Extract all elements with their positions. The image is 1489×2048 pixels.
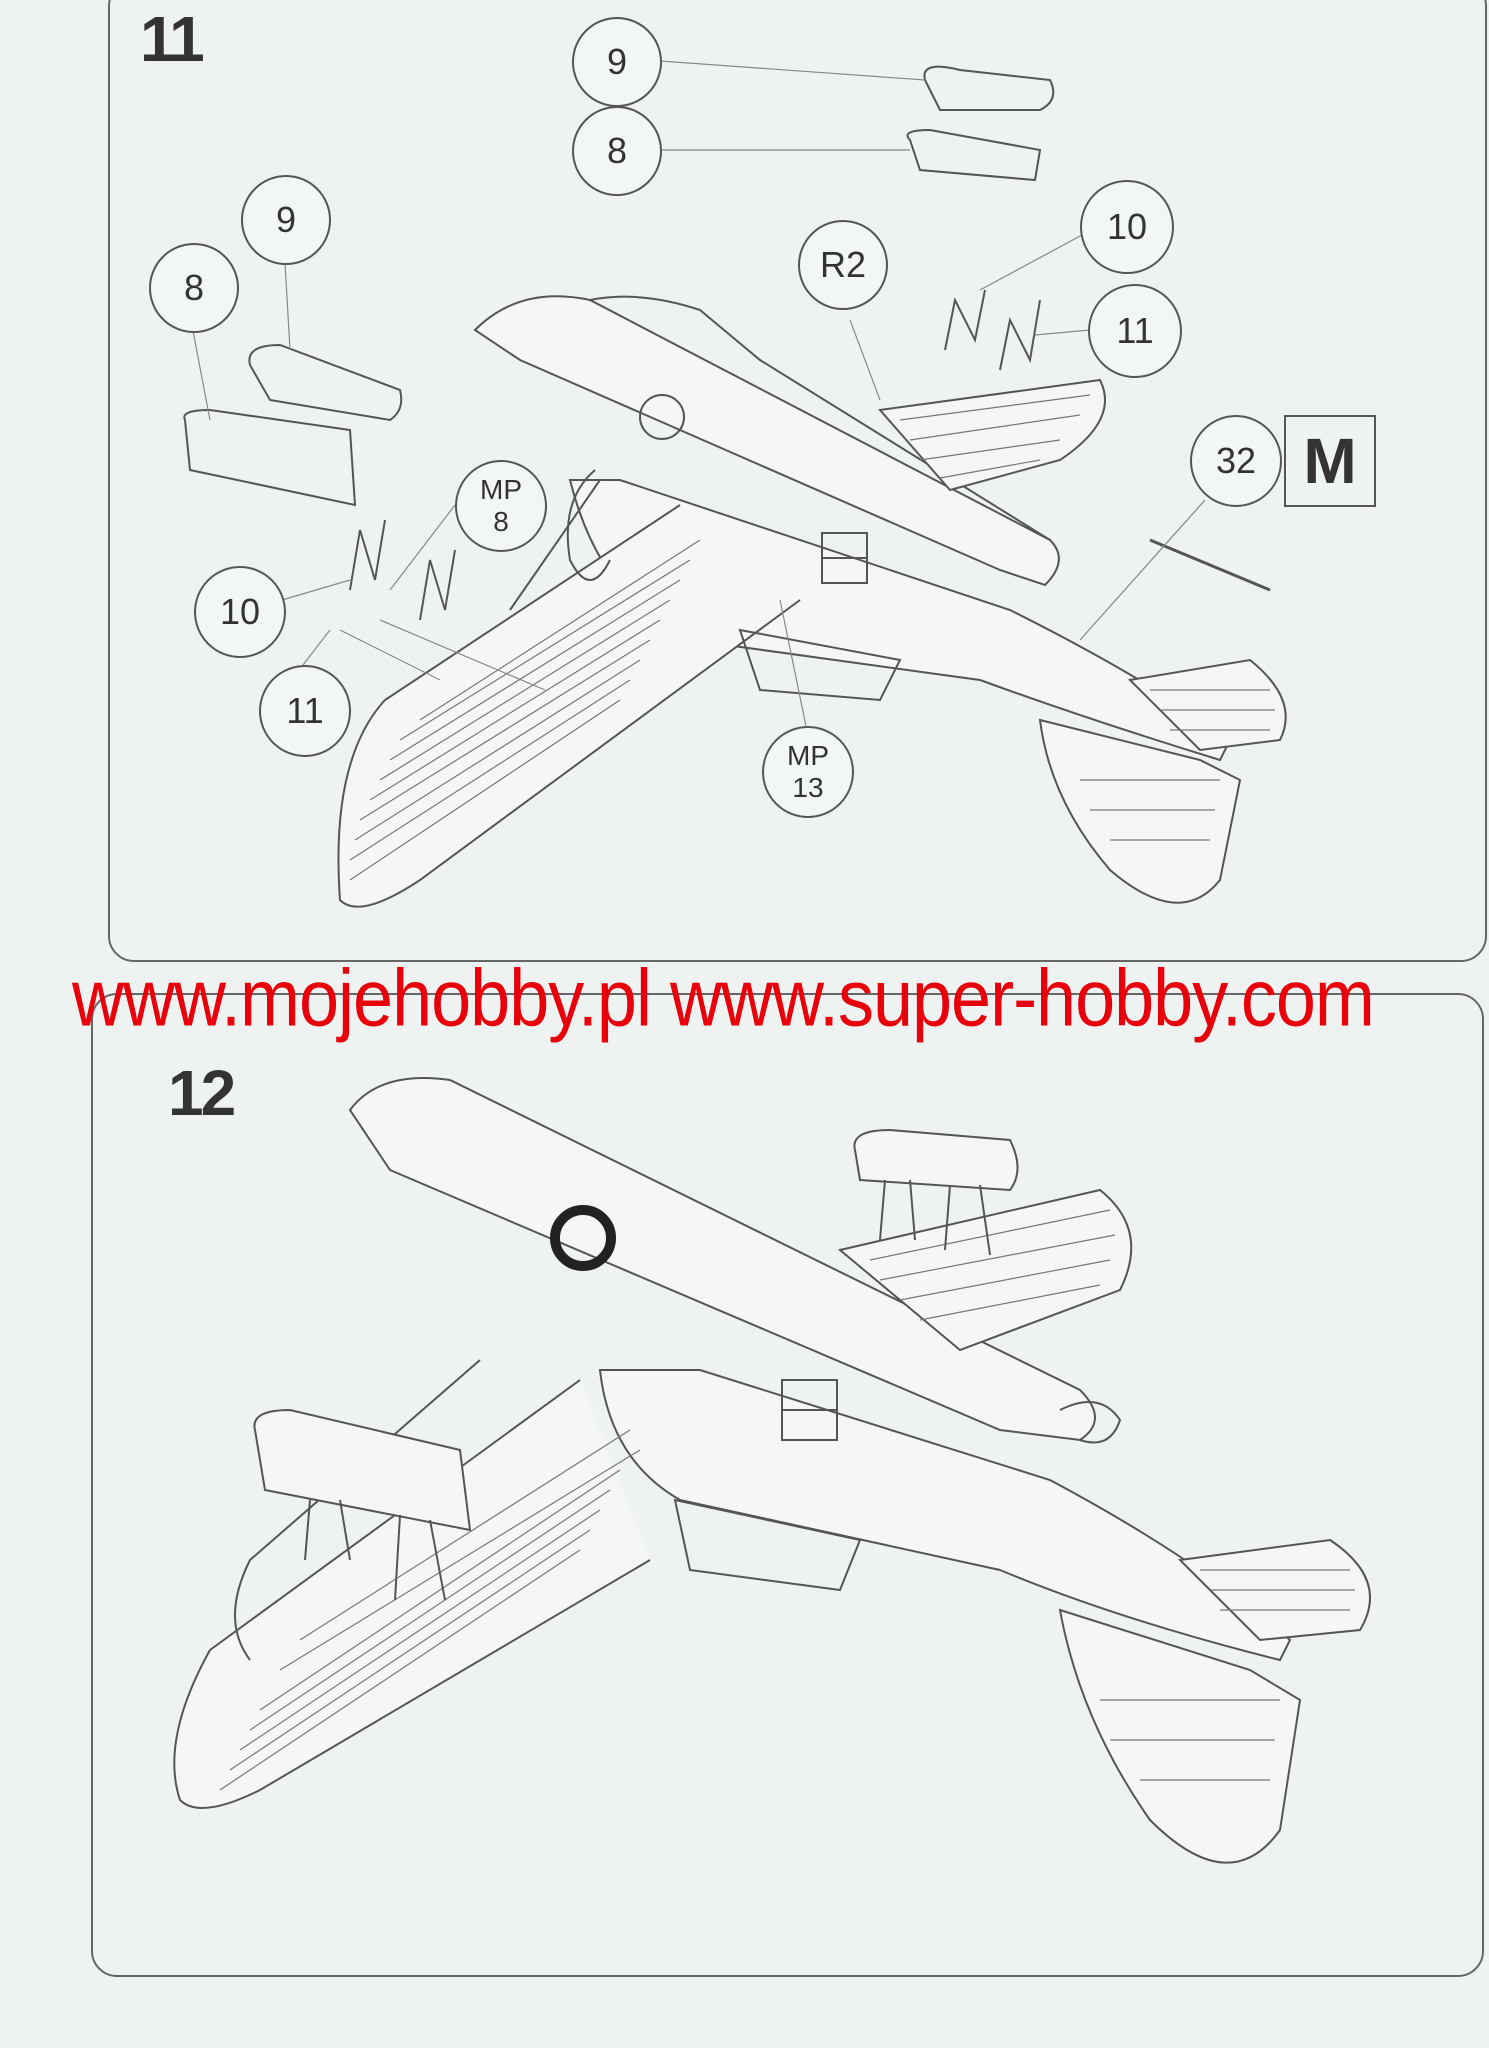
callout-part-9-top: 9 — [572, 17, 662, 107]
callout-part-11-right: 11 — [1088, 284, 1182, 378]
callout-label: 8 — [606, 130, 628, 171]
step-11-number: 11 — [140, 3, 205, 75]
callout-label: 8 — [183, 267, 205, 308]
callout-label: MP — [787, 740, 829, 771]
callout-label: 10 — [1106, 206, 1148, 247]
callout-part-32: 32 — [1190, 415, 1282, 507]
callout-label: MP — [480, 474, 522, 505]
callout-label: 9 — [275, 199, 297, 240]
callout-label: 13 — [792, 772, 824, 803]
callout-part-11-left: 11 — [259, 665, 351, 757]
callout-label: 11 — [286, 690, 324, 731]
callout-label: R2 — [819, 244, 867, 285]
callout-label: 10 — [219, 591, 261, 632]
watermark-urls: www.mojehobby.pl www.super-hobby.com — [72, 953, 1375, 1044]
callout-part-10-right: 10 — [1080, 180, 1174, 274]
callout-part-10-left: 10 — [194, 566, 286, 658]
callout-part-9-left: 9 — [241, 175, 331, 265]
callout-label: 9 — [606, 41, 628, 82]
step-12-airplane-drawing — [173, 1077, 1371, 1864]
material-box-metal: M — [1284, 415, 1376, 507]
step-12-panel — [91, 993, 1484, 1977]
callout-part-8-top: 8 — [572, 106, 662, 196]
step-11-airplane-drawing — [183, 60, 1287, 908]
callout-label: 32 — [1215, 440, 1257, 481]
callout-part-R2: R2 — [798, 220, 888, 310]
callout-label: 8 — [493, 506, 509, 537]
step-12-number: 12 — [168, 1057, 236, 1129]
step-11-panel — [108, 0, 1487, 962]
callout-part-8-left: 8 — [149, 243, 239, 333]
callout-label: 11 — [1116, 310, 1154, 351]
